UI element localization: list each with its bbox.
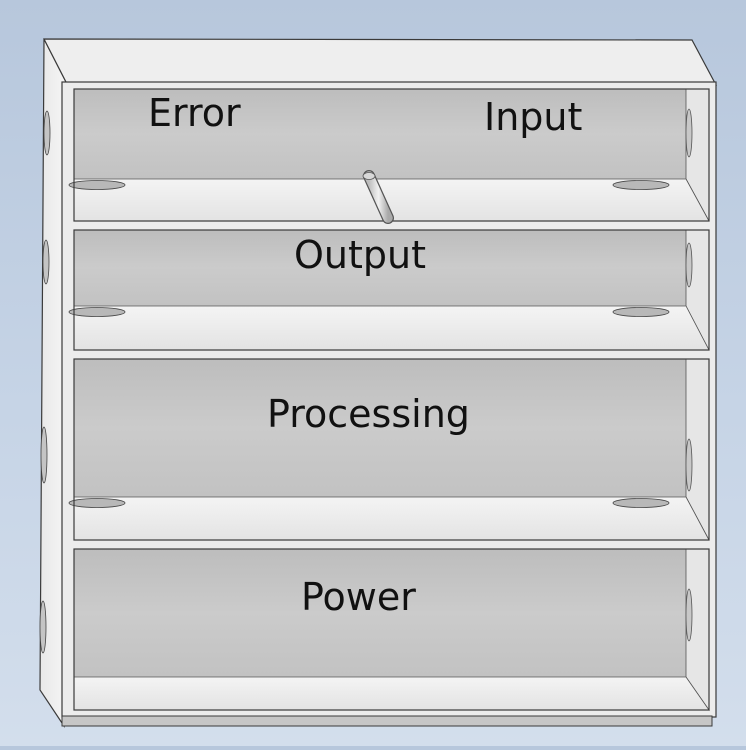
back-panel [74,359,686,497]
opening-outline [73,548,710,711]
opening-outline [73,229,710,351]
compartment-top [68,88,710,222]
wall-hole [685,588,693,642]
shelf-hole-left [68,307,126,317]
compartment-second [68,229,710,351]
compartment-third [68,358,710,541]
wall-hole [685,242,693,288]
back-panel [74,230,686,306]
shelf-hole-right [612,307,670,317]
shelf-hole-right [612,498,670,508]
label-processing: Processing [267,392,470,436]
cable-rod [362,170,394,224]
back-panel [74,549,686,677]
label-input: Input [484,95,583,139]
opening-outline [73,358,710,541]
wall-hole [685,438,693,492]
shelf-hole-right [612,180,670,190]
compartment-bottom [73,548,710,712]
wall-hole [685,108,693,158]
side-hole [42,239,50,285]
shelf-hole-left [68,180,126,190]
shelf-hole-left [68,498,126,508]
shelf-floor [73,676,710,711]
label-output: Output [294,233,426,277]
side-hole [43,110,51,156]
top-panel [43,38,718,86]
label-power: Power [301,575,416,619]
side-hole [39,600,47,654]
label-error: Error [148,91,241,135]
back-panel [74,89,686,179]
side-hole [40,426,48,484]
bottom-plinth [61,715,713,727]
